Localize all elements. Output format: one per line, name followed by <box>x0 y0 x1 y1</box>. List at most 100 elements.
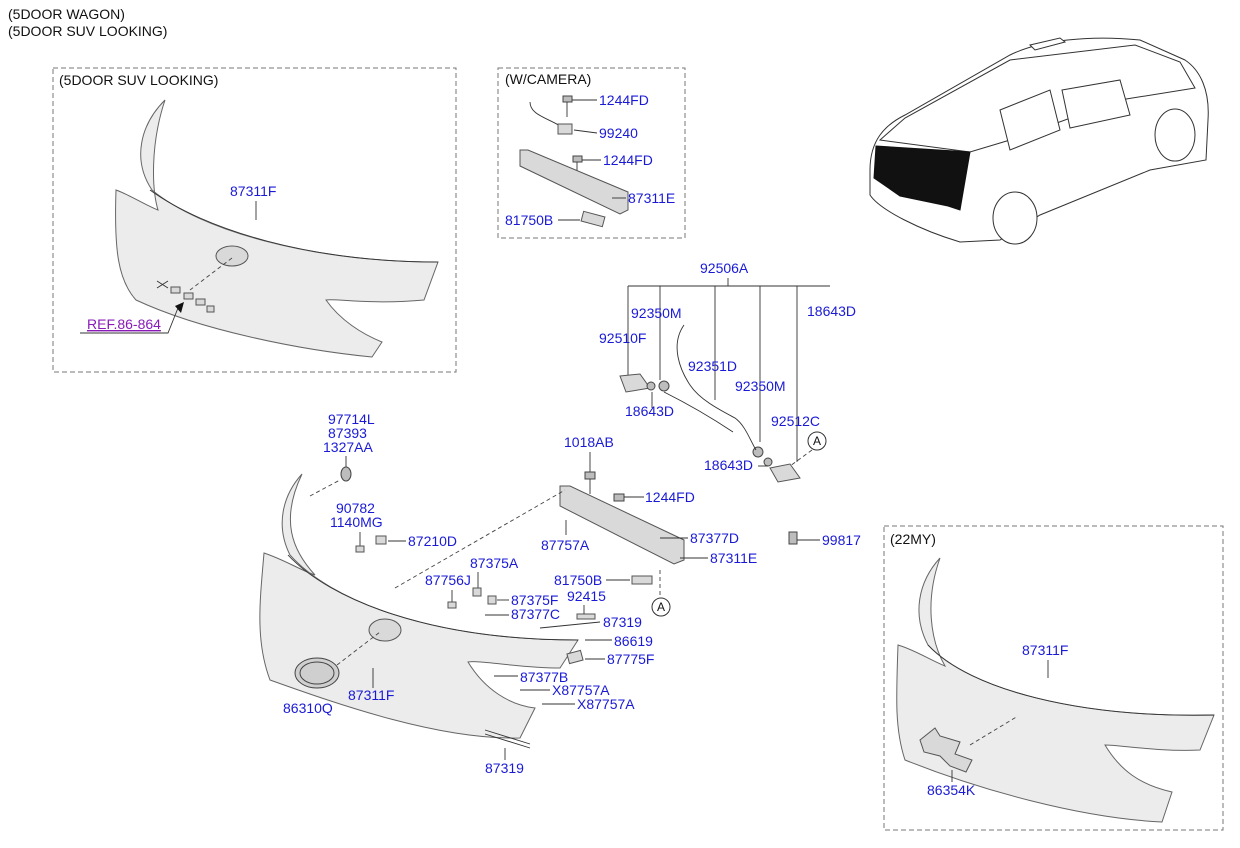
suv-looking-box <box>52 67 457 373</box>
emblem-letter <box>170 286 181 294</box>
part-X87757A-b[interactable]: X87757A <box>577 696 635 712</box>
part-92506A[interactable]: 92506A <box>700 260 749 276</box>
kia-emblem-ring <box>299 661 335 685</box>
camera-box <box>497 67 686 239</box>
screw-icon <box>562 95 573 117</box>
part-81750B-cam[interactable]: 81750B <box>505 212 553 228</box>
license-lamp <box>580 210 606 228</box>
screw-icon <box>788 531 798 545</box>
kia-new-emblem-icon <box>919 727 973 773</box>
part-87375F[interactable]: 87375F <box>511 592 558 608</box>
part-18643D-c[interactable]: 18643D <box>704 457 753 473</box>
part-1244FD-cam-a[interactable]: 1244FD <box>599 92 649 108</box>
part-92512C[interactable]: 92512C <box>771 413 820 429</box>
leader-line <box>573 129 598 134</box>
camera-title: (W/CAMERA) <box>505 71 591 87</box>
part-1327AA[interactable]: 1327AA <box>323 439 373 455</box>
screw-icon <box>584 471 596 480</box>
ref-leader <box>80 307 179 334</box>
main-assembly: 97714L 87393 1327AA 87311F 86310Q 90782 … <box>259 411 861 776</box>
clip-icon <box>487 595 497 605</box>
part-1244FD-c[interactable]: 1244FD <box>645 489 695 505</box>
socket-icon <box>658 380 670 392</box>
license-lamp <box>631 575 653 585</box>
part-X87757A-a[interactable]: X87757A <box>552 682 610 698</box>
part-87377C[interactable]: 87377C <box>511 606 560 622</box>
part-87210D[interactable]: 87210D <box>408 533 457 549</box>
camera-icon <box>557 123 573 135</box>
dash-leader <box>309 479 341 497</box>
clip-icon <box>472 587 482 597</box>
part-87319-a[interactable]: 87319 <box>603 614 642 630</box>
part-86310Q[interactable]: 86310Q <box>283 700 333 716</box>
screw-icon <box>613 493 625 502</box>
part-92350M-b[interactable]: 92350M <box>735 378 786 394</box>
reference-circle-a <box>651 597 671 617</box>
camera-panel: (W/CAMERA) 1244FD 99240 1244FD 87311E 81… <box>497 67 686 239</box>
part-87377B[interactable]: 87377B <box>520 669 568 685</box>
socket-icon <box>763 457 773 467</box>
arrow-icon <box>175 302 184 313</box>
dash-leader <box>969 715 1019 746</box>
part-87377D[interactable]: 87377D <box>690 530 739 546</box>
clip-icon <box>355 545 365 553</box>
part-92415[interactable]: 92415 <box>567 588 606 604</box>
x-mark-icon <box>156 280 169 289</box>
garnish-edge-line <box>149 189 439 263</box>
camera-cable <box>529 101 561 127</box>
lamp-housing <box>769 463 801 483</box>
vehicle-illustration <box>869 37 1209 245</box>
part-86619[interactable]: 86619 <box>614 633 653 649</box>
part-1140MG[interactable]: 1140MG <box>330 514 383 530</box>
part-92510F[interactable]: 92510F <box>599 330 646 346</box>
part-99817[interactable]: 99817 <box>822 532 861 548</box>
part-87311E-cam[interactable]: 87311E <box>628 190 675 206</box>
grommet-icon <box>340 466 352 482</box>
tailgate-highlight <box>873 145 971 211</box>
part-1018AB[interactable]: 1018AB <box>564 434 614 450</box>
part-92350M-a[interactable]: 92350M <box>631 305 682 321</box>
suv-looking-panel: (5DOOR SUV LOOKING) 87311F REF.86-864 <box>52 67 457 373</box>
ref-86-864-link[interactable]: REF.86-864 <box>87 316 161 332</box>
part-87319-b[interactable]: 87319 <box>485 760 524 776</box>
tailgate-garnish-suv[interactable] <box>115 99 439 358</box>
dash-leader <box>394 489 566 589</box>
wiring-group: 92506A 92350M 18643D 92510F 92351D 92350… <box>599 260 856 483</box>
part-87775F[interactable]: 87775F <box>607 651 654 667</box>
part-87756J[interactable]: 87756J <box>425 572 471 588</box>
part-97714L[interactable]: 97714L <box>328 411 375 427</box>
part-1244FD-cam-b[interactable]: 1244FD <box>603 152 653 168</box>
emblem-socket <box>215 245 249 267</box>
part-90782[interactable]: 90782 <box>336 500 375 516</box>
lamp-housing <box>619 373 651 393</box>
wiring-cable <box>663 391 734 433</box>
pad-icon <box>375 535 387 545</box>
part-18643D-b[interactable]: 18643D <box>625 403 674 419</box>
reference-circle-a <box>807 431 827 451</box>
22my-title: (22MY) <box>890 531 936 547</box>
part-87393[interactable]: 87393 <box>328 425 367 441</box>
part-87311F-22my[interactable]: 87311F <box>1022 642 1068 658</box>
22my-box <box>883 525 1224 831</box>
header-line-1: (5DOOR WAGON) <box>8 6 125 22</box>
part-18643D-a[interactable]: 18643D <box>807 303 856 319</box>
part-92351D[interactable]: 92351D <box>688 358 737 374</box>
socket-icon <box>646 381 656 391</box>
emblem-socket <box>368 618 402 642</box>
lettering-emblem <box>156 280 215 313</box>
part-87311F-suv[interactable]: 87311F <box>230 183 276 199</box>
reference-circle-label: A <box>813 434 821 448</box>
dash-leader <box>189 257 233 291</box>
part-87311F-main[interactable]: 87311F <box>348 687 394 703</box>
part-81750B[interactable]: 81750B <box>554 572 602 588</box>
kia-emblem-icon <box>294 657 340 689</box>
lamp-bracket[interactable] <box>559 485 685 565</box>
header-line-2: (5DOOR SUV LOOKING) <box>8 23 167 39</box>
pad-icon <box>566 649 584 665</box>
part-87311E[interactable]: 87311E <box>710 550 757 566</box>
part-99240[interactable]: 99240 <box>599 125 638 141</box>
part-86354K[interactable]: 86354K <box>927 782 976 798</box>
part-87757A[interactable]: 87757A <box>541 537 590 553</box>
socket-icon <box>752 446 764 458</box>
part-87375A[interactable]: 87375A <box>470 555 519 571</box>
